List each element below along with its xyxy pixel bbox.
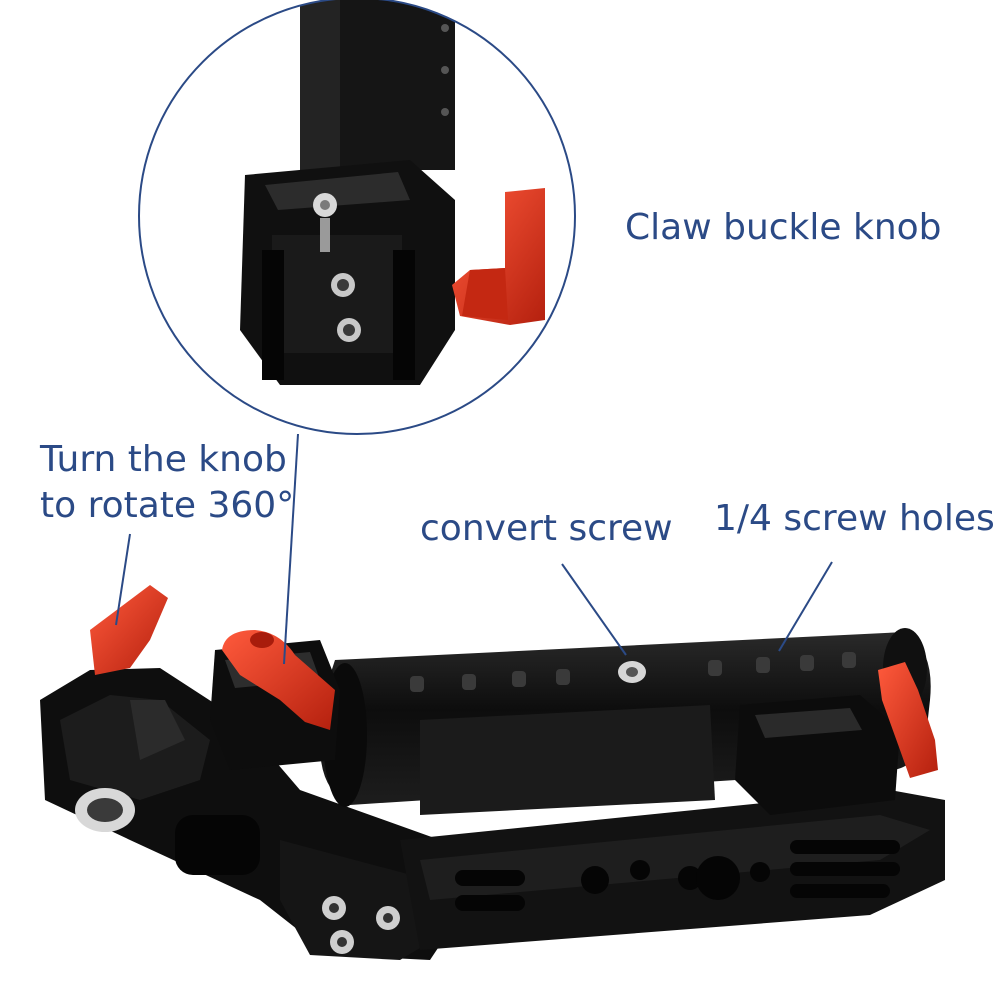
right-knob-icon [878, 662, 938, 778]
handle-assembly [40, 628, 945, 960]
callout-lines [115, 433, 833, 665]
claw-buckle-knob-label: Claw buckle knob [625, 207, 942, 248]
turn-knob-label-line1: Turn the knob [40, 439, 287, 480]
middle-knob-icon [222, 630, 335, 730]
rotate-knob-icon [90, 585, 168, 675]
turn-knob-label: Turn the knob to rotate 360° [40, 437, 294, 529]
turn-knob-label-line2: to rotate 360° [40, 485, 295, 526]
screw-hole-row [410, 652, 856, 692]
zoom-detail-circle [138, 0, 576, 435]
convert-screw-label: convert screw [420, 508, 673, 549]
screw-holes-label: 1/4 screw holes [714, 498, 995, 539]
